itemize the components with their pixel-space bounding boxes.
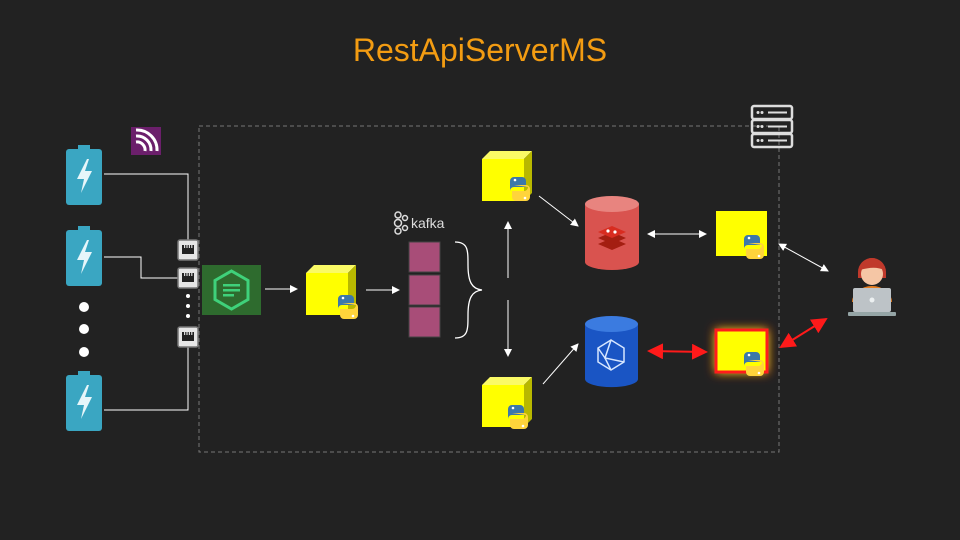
consumer-python-service-bottom xyxy=(482,377,532,429)
consumer-brace xyxy=(454,241,483,339)
highlight-arrow xyxy=(647,343,708,360)
redis-database xyxy=(585,196,639,270)
rss-feed-icon xyxy=(131,127,161,155)
ethernet-port-icon xyxy=(177,239,199,261)
arrow xyxy=(538,195,579,227)
ellipsis-dots xyxy=(79,302,89,357)
battery-connectors xyxy=(104,173,189,411)
redis-icon xyxy=(598,226,626,250)
battery-icon xyxy=(66,226,102,286)
ethernet-port-icon xyxy=(177,267,199,289)
arrow xyxy=(542,343,579,385)
producer-python-service xyxy=(306,265,358,319)
battery-icon xyxy=(66,145,102,205)
arangodb-database xyxy=(585,316,638,388)
server-rack-icon xyxy=(750,104,794,149)
page-title: RestApiServerMS xyxy=(352,32,608,68)
api-python-service-highlighted xyxy=(714,328,769,376)
highlight-arrow xyxy=(779,317,828,349)
port-dots xyxy=(186,294,190,318)
ethernet-port-icon xyxy=(177,326,199,348)
arrow xyxy=(778,243,829,272)
edge-gateway-icon xyxy=(202,265,261,315)
battery-icon xyxy=(66,371,102,431)
server-boundary xyxy=(198,125,780,453)
user-laptop-icon xyxy=(848,258,896,316)
kafka-label: kafka xyxy=(411,215,445,231)
arangodb-icon xyxy=(597,339,625,371)
api-python-service-top xyxy=(716,211,767,259)
consumer-python-service-top xyxy=(482,151,532,201)
kafka-icon xyxy=(393,211,409,235)
kafka-partitions xyxy=(408,241,441,338)
